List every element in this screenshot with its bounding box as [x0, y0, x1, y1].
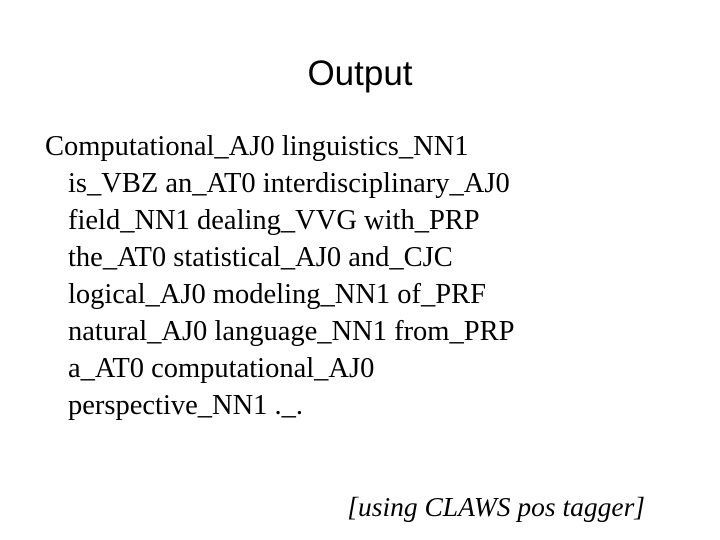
tagged-output-line: the_AT0 statistical_AJ0 and_CJC [68, 242, 453, 273]
tagged-output-line: field_NN1 dealing_VVG with_PRP [68, 205, 480, 236]
tagged-output-line: is_VBZ an_AT0 interdisciplinary_AJ0 [68, 168, 510, 199]
tagged-output-line: Computational_AJ0 linguistics_NN1 [45, 131, 469, 162]
tagged-output-line: perspective_NN1 ._. [68, 390, 304, 421]
tagged-output-line: a_AT0 computational_AJ0 [68, 353, 375, 384]
page-title: Output [307, 54, 413, 93]
tagged-output-line: natural_AJ0 language_NN1 from_PRP [68, 316, 515, 347]
tagged-output-block: Computational_AJ0 linguistics_NN1 is_VBZ… [45, 128, 685, 424]
tagged-output-line: logical_AJ0 modeling_NN1 of_PRF [68, 279, 486, 310]
tagged-output-paragraph: Computational_AJ0 linguistics_NN1 is_VBZ… [45, 128, 685, 424]
footer-note: [using CLAWS pos tagger] [347, 491, 645, 522]
